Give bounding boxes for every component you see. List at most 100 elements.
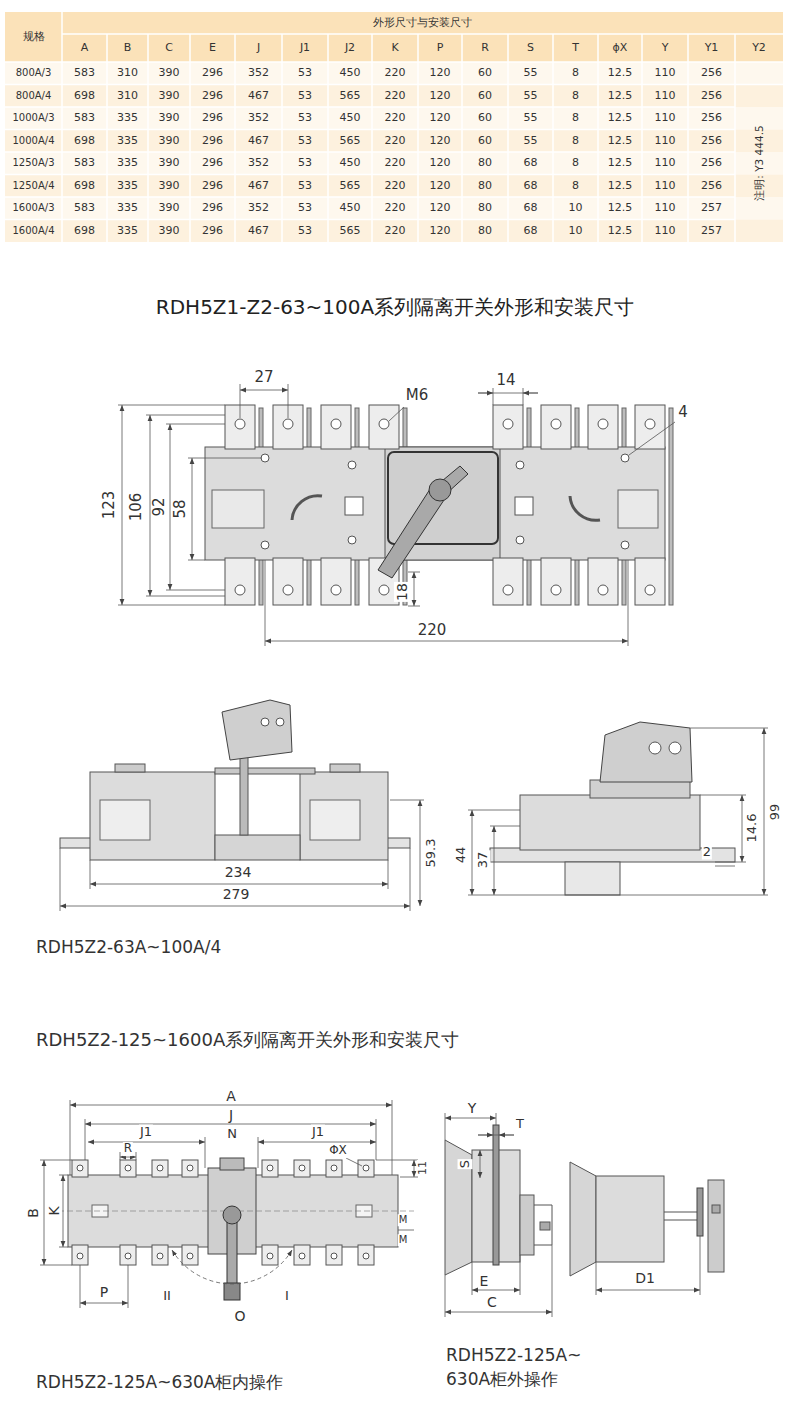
leader-line xyxy=(389,407,404,421)
link-bar xyxy=(215,768,315,774)
extension-line xyxy=(408,606,420,607)
handle-hole xyxy=(276,718,284,726)
extension-line xyxy=(520,1255,521,1295)
terminal-hole xyxy=(363,1253,369,1259)
table-cell: 296 xyxy=(202,179,223,192)
extension-shaft xyxy=(664,1211,700,1212)
dimension-line xyxy=(494,826,495,895)
extension-line xyxy=(398,1230,414,1231)
handle xyxy=(540,1222,550,1230)
table-cell: 53 xyxy=(298,179,312,192)
table-header: J2 xyxy=(345,42,355,55)
screw-hole xyxy=(621,454,629,462)
dimension-label: J1 xyxy=(139,1125,153,1140)
figure-caption: RDH5Z2-63A~100A/4 xyxy=(35,938,222,958)
table-cell: 450 xyxy=(340,157,361,170)
extension-line xyxy=(40,1265,72,1266)
table-cell: 390 xyxy=(159,157,180,170)
table-cell: 310 xyxy=(117,89,138,102)
table-cell: 450 xyxy=(340,202,361,215)
table-grid xyxy=(189,34,191,242)
terminal-hole xyxy=(379,419,389,429)
extension-line xyxy=(552,1245,553,1317)
extension-line xyxy=(700,1236,701,1295)
table-grid xyxy=(106,34,108,242)
dimension-line xyxy=(499,1135,514,1136)
table-cell: 80 xyxy=(478,224,492,237)
dimension-line xyxy=(472,1290,520,1291)
dimension-label: N xyxy=(226,1127,238,1142)
terminal xyxy=(294,1160,310,1177)
table-cell: 120 xyxy=(430,179,451,192)
dimension-label: A xyxy=(225,1088,237,1104)
dimension-line xyxy=(170,424,171,590)
table-cell: 55 xyxy=(524,112,538,125)
table-grid xyxy=(5,174,735,176)
extension-line xyxy=(445,1275,446,1317)
table-header: J1 xyxy=(300,42,310,55)
table-cell: 80 xyxy=(478,202,492,215)
extension-line xyxy=(400,1177,418,1178)
table-cell: 256 xyxy=(701,134,722,147)
table-cell: 110 xyxy=(655,112,676,125)
extension-line xyxy=(523,388,524,405)
table-cell: 390 xyxy=(159,134,180,147)
dimension-label: 18 xyxy=(394,582,410,602)
terminal-hole xyxy=(379,585,389,595)
table-row xyxy=(5,152,783,175)
dimension-line xyxy=(414,1160,415,1177)
leader-line xyxy=(346,1158,362,1166)
extension-line xyxy=(120,1152,121,1160)
table-cell: 110 xyxy=(655,224,676,237)
dimension-line xyxy=(480,1150,481,1178)
table-cell: 220 xyxy=(385,67,406,80)
handle xyxy=(600,722,692,782)
dimension-line xyxy=(420,800,421,906)
terminal-hole xyxy=(331,585,341,595)
screw-hole xyxy=(261,541,269,549)
table-header: P xyxy=(437,42,444,55)
terminal-hole xyxy=(331,1165,337,1171)
extension-line xyxy=(59,1175,68,1176)
terminal-hole xyxy=(125,1165,131,1171)
section-title: RDH5Z2-125~1600A系列隔离开关外形和安装尺寸 xyxy=(35,1030,460,1051)
terminal xyxy=(588,405,618,449)
dimension-label: D1 xyxy=(634,1270,656,1286)
table-cell: 60 xyxy=(478,67,492,80)
dimension-line xyxy=(150,415,151,596)
switch-body xyxy=(596,1176,664,1262)
table-cell: 257 xyxy=(701,224,722,237)
terminal-hole xyxy=(331,419,341,429)
extension-line xyxy=(288,384,289,418)
dimension-label: J xyxy=(228,1107,234,1123)
table-cell: 450 xyxy=(340,112,361,125)
table-cell: 120 xyxy=(430,89,451,102)
table-cell: 53 xyxy=(298,134,312,147)
extension-line xyxy=(80,1265,81,1308)
terminal-hole xyxy=(77,1165,83,1171)
panel-plate xyxy=(697,1188,703,1236)
dimension-line xyxy=(445,1118,496,1119)
table-cell: 12.5 xyxy=(608,224,633,237)
table-grid xyxy=(417,34,419,242)
dimension-label: 14 xyxy=(495,372,516,389)
dimension-line xyxy=(90,884,388,885)
table-cell: 110 xyxy=(655,134,676,147)
table-cell: 296 xyxy=(202,224,223,237)
table-grid xyxy=(461,34,463,242)
table-cell: 565 xyxy=(340,224,361,237)
table-cell: 55 xyxy=(524,67,538,80)
table-cell: 257 xyxy=(701,202,722,215)
table-cell: 12.5 xyxy=(608,89,633,102)
dimension-line xyxy=(85,1124,376,1125)
dimension-line xyxy=(192,458,193,560)
screw-hole xyxy=(621,541,629,549)
table-cell: 390 xyxy=(159,179,180,192)
table-header: A xyxy=(81,42,89,55)
dimension-label: 92 xyxy=(151,496,168,517)
figure-caption: RDH5Z2-125A~630A柜内操作 xyxy=(35,1373,285,1393)
handle xyxy=(708,1180,724,1272)
terminal xyxy=(273,558,303,605)
terminal-hole xyxy=(187,1165,193,1171)
